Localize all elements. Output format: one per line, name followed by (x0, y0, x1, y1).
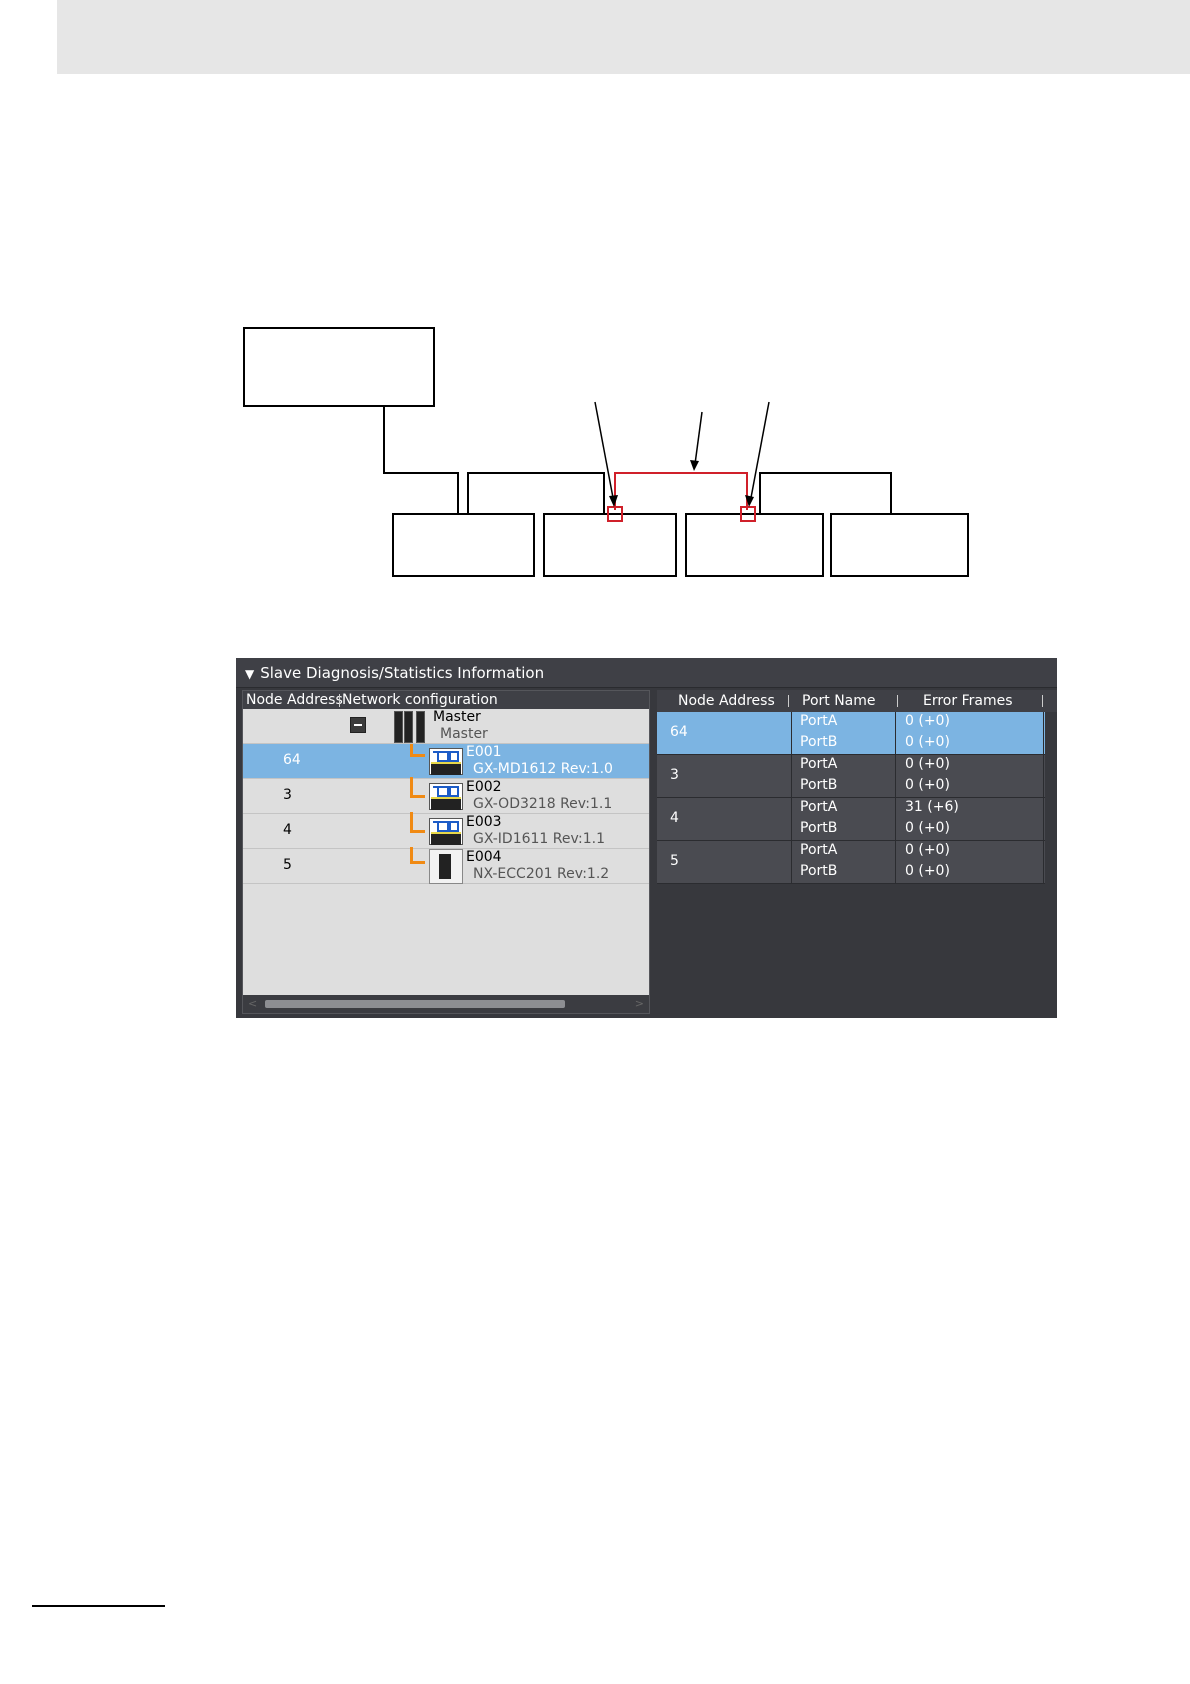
stats-row-group[interactable]: 3 PortA 0 (+0) PortB 0 (+0) (657, 755, 1045, 798)
master-box (243, 327, 435, 407)
link-3-4 (759, 472, 892, 514)
gx-slave-icon (429, 783, 463, 810)
tree-connector (410, 744, 425, 757)
horizontal-scrollbar[interactable]: < > (243, 995, 649, 1013)
master-model: Master (440, 726, 488, 742)
node-model: GX-ID1611 Rev:1.1 (473, 831, 605, 847)
col-error-frames[interactable]: Error Frames (923, 693, 1013, 709)
page-header-band (57, 0, 1190, 74)
stats-row-group[interactable]: 4 PortA 31 (+6) PortB 0 (+0) (657, 798, 1045, 841)
network-diagram (243, 327, 969, 577)
scroll-right-icon[interactable]: > (634, 997, 644, 1010)
tree-row[interactable]: 3 E002 GX-OD3218 Rev:1.1 (243, 777, 649, 814)
error-frames: 0 (+0) (905, 863, 950, 879)
error-frames: 31 (+6) (905, 799, 959, 815)
port-name: PortB (800, 777, 838, 793)
port-name: PortB (800, 734, 838, 750)
master-link (383, 406, 459, 514)
node-name: E002 (466, 779, 502, 795)
panel-title: Slave Diagnosis/Statistics Information (260, 664, 545, 682)
tree-connector (410, 777, 425, 798)
panel-title-bar[interactable]: ▼ Slave Diagnosis/Statistics Information (236, 658, 1057, 688)
error-frames: 0 (+0) (905, 842, 950, 858)
port-name: PortA (800, 713, 838, 729)
callout-line-1 (594, 401, 615, 504)
slave-diagnosis-panel: ▼Slave Diagnosis/Statistics Information … (236, 658, 1057, 1018)
error-frames: 0 (+0) (905, 713, 950, 729)
node-model: GX-OD3218 Rev:1.1 (473, 796, 613, 812)
callout-line-2 (694, 411, 703, 465)
row-node-address: 4 (283, 822, 292, 838)
node-name: E001 (466, 744, 502, 760)
master-device-icon (394, 711, 430, 743)
slave-box-3 (685, 513, 824, 577)
link-1-2 (467, 472, 605, 514)
port-name: PortB (800, 820, 838, 836)
row-node-address: 3 (283, 787, 292, 803)
port-marker-b (740, 506, 756, 522)
stats-table-header: Node Address Port Name Error Frames (657, 690, 1057, 712)
header-network-configuration[interactable]: Network configuration (342, 692, 498, 708)
scroll-thumb[interactable] (265, 1000, 565, 1008)
header-node-address[interactable]: Node Address (246, 692, 343, 708)
stats-node-address: 64 (670, 724, 688, 740)
row-node-address: 5 (283, 857, 292, 873)
tree-row[interactable]: 5 E004 NX-ECC201 Rev:1.2 (243, 847, 649, 884)
error-link (614, 472, 748, 510)
footer-rule (32, 1605, 165, 1607)
tree-connector (410, 812, 425, 833)
header-separator (339, 694, 340, 707)
tree-row[interactable]: 4 E003 GX-ID1611 Rev:1.1 (243, 812, 649, 849)
col-separator (897, 695, 898, 707)
error-frames: 0 (+0) (905, 756, 950, 772)
error-frames: 0 (+0) (905, 820, 950, 836)
statistics-table-pane: Node Address Port Name Error Frames 64 P… (657, 690, 1057, 1014)
error-frames: 0 (+0) (905, 734, 950, 750)
tree-row[interactable]: 64 E001 GX-MD1612 Rev:1.0 (243, 744, 649, 779)
error-frames: 0 (+0) (905, 777, 950, 793)
port-marker-a (607, 506, 623, 522)
nx-coupler-icon (429, 849, 463, 884)
stats-row-group[interactable]: 5 PortA 0 (+0) PortB 0 (+0) (657, 841, 1045, 884)
master-name: Master (433, 709, 481, 725)
stats-node-address: 3 (670, 767, 679, 783)
row-node-address: 64 (283, 752, 301, 768)
node-model: NX-ECC201 Rev:1.2 (473, 866, 610, 882)
network-tree-pane: Node Address Network configuration Maste… (242, 690, 650, 1014)
node-name: E003 (466, 814, 502, 830)
port-name: PortA (800, 799, 838, 815)
callout-arrow-3 (745, 495, 754, 507)
slave-box-4 (830, 513, 969, 577)
col-node-address[interactable]: Node Address (678, 693, 775, 709)
stats-node-address: 4 (670, 810, 679, 826)
tree-row-master[interactable]: Master Master (243, 709, 649, 744)
collapse-triangle-icon[interactable]: ▼ (245, 667, 255, 681)
callout-arrow-2 (690, 460, 699, 471)
col-port-name[interactable]: Port Name (802, 693, 876, 709)
port-name: PortB (800, 863, 838, 879)
tree-connector (410, 847, 425, 864)
collapse-minus-icon[interactable] (350, 717, 366, 733)
slave-box-2 (543, 513, 677, 577)
port-name: PortA (800, 842, 838, 858)
node-name: E004 (466, 849, 502, 865)
stats-node-address: 5 (670, 853, 679, 869)
col-separator (1042, 695, 1043, 707)
gx-slave-icon (429, 818, 463, 845)
col-separator (788, 695, 789, 707)
gx-slave-icon (429, 748, 463, 775)
callout-arrow-1 (609, 495, 618, 507)
node-model: GX-MD1612 Rev:1.0 (473, 761, 613, 777)
stats-row-group[interactable]: 64 PortA 0 (+0) PortB 0 (+0) (657, 712, 1045, 755)
callout-line-3 (749, 401, 770, 504)
tree-header: Node Address Network configuration (243, 691, 649, 709)
slave-box-1 (392, 513, 535, 577)
port-name: PortA (800, 756, 838, 772)
scroll-left-icon[interactable]: < (248, 997, 258, 1010)
